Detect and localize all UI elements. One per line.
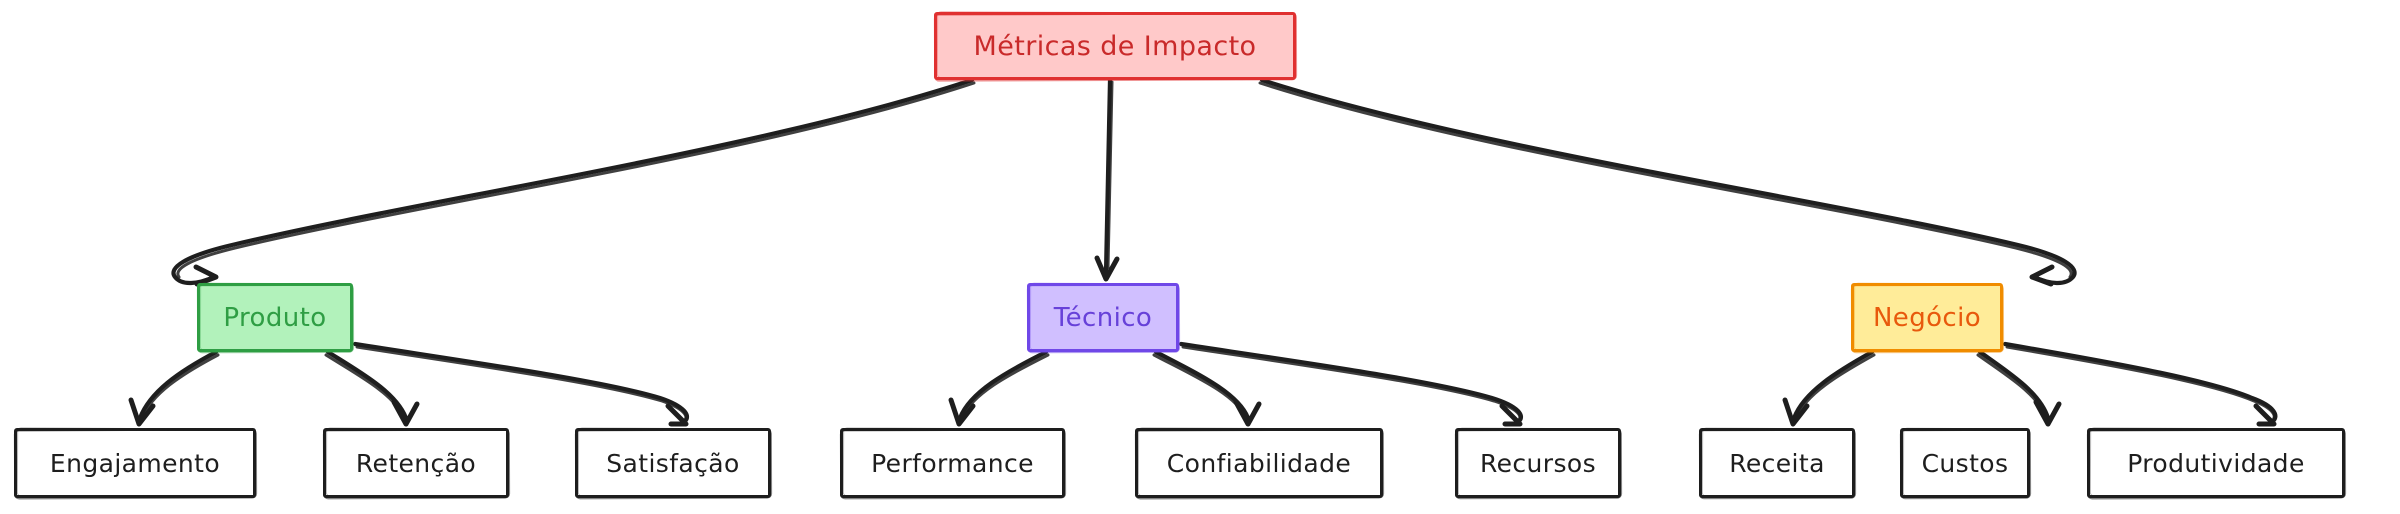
node-recursos[interactable]: Recursos — [1455, 428, 1621, 498]
node-label: Técnico — [1053, 302, 1153, 333]
node-confiabilidade[interactable]: Confiabilidade — [1135, 428, 1383, 498]
node-label: Engajamento — [49, 448, 221, 478]
edge-root-to-negocio — [1258, 77, 2077, 287]
edge-negocio-to-receita — [1782, 349, 1876, 427]
node-label: Custos — [1921, 448, 2009, 478]
edge-tecnico-to-recursos — [1178, 341, 1523, 427]
node-label: Negócio — [1872, 302, 1982, 333]
node-custos[interactable]: Custos — [1900, 428, 2030, 498]
edge-tecnico-to-performance — [948, 349, 1050, 427]
node-label: Recursos — [1479, 448, 1597, 478]
edge-produto-to-engajamento — [128, 349, 220, 427]
node-performance[interactable]: Performance — [840, 428, 1065, 498]
node-label: Performance — [871, 448, 1034, 478]
edge-negocio-to-custos — [1976, 349, 2062, 427]
node-label: Métricas de Impacto — [973, 30, 1257, 62]
node-produtividade[interactable]: Produtividade — [2087, 428, 2345, 498]
node-negocio[interactable]: Negócio — [1851, 283, 2003, 352]
edge-root-to-tecnico — [1094, 77, 1120, 282]
node-label: Produtividade — [2127, 448, 2305, 478]
node-label: Confiabilidade — [1166, 448, 1352, 478]
node-label: Produto — [223, 302, 327, 333]
edge-tecnico-to-confiabilidade — [1152, 349, 1262, 427]
node-retencao[interactable]: Retenção — [323, 428, 509, 498]
node-label: Satisfação — [606, 448, 740, 478]
node-engajamento[interactable]: Engajamento — [14, 428, 256, 498]
node-tecnico[interactable]: Técnico — [1027, 283, 1179, 352]
edge-produto-to-satisfacao — [352, 341, 690, 427]
edge-root-to-produto — [171, 77, 976, 287]
node-label: Receita — [1729, 448, 1825, 478]
edge-negocio-to-produtividade — [2002, 341, 2278, 427]
node-receita[interactable]: Receita — [1699, 428, 1855, 498]
node-label: Retenção — [355, 448, 477, 478]
edge-produto-to-retencao — [324, 349, 420, 427]
node-satisfacao[interactable]: Satisfação — [575, 428, 771, 498]
node-produto[interactable]: Produto — [197, 283, 353, 352]
node-metricas-de-impacto[interactable]: Métricas de Impacto — [934, 12, 1296, 80]
